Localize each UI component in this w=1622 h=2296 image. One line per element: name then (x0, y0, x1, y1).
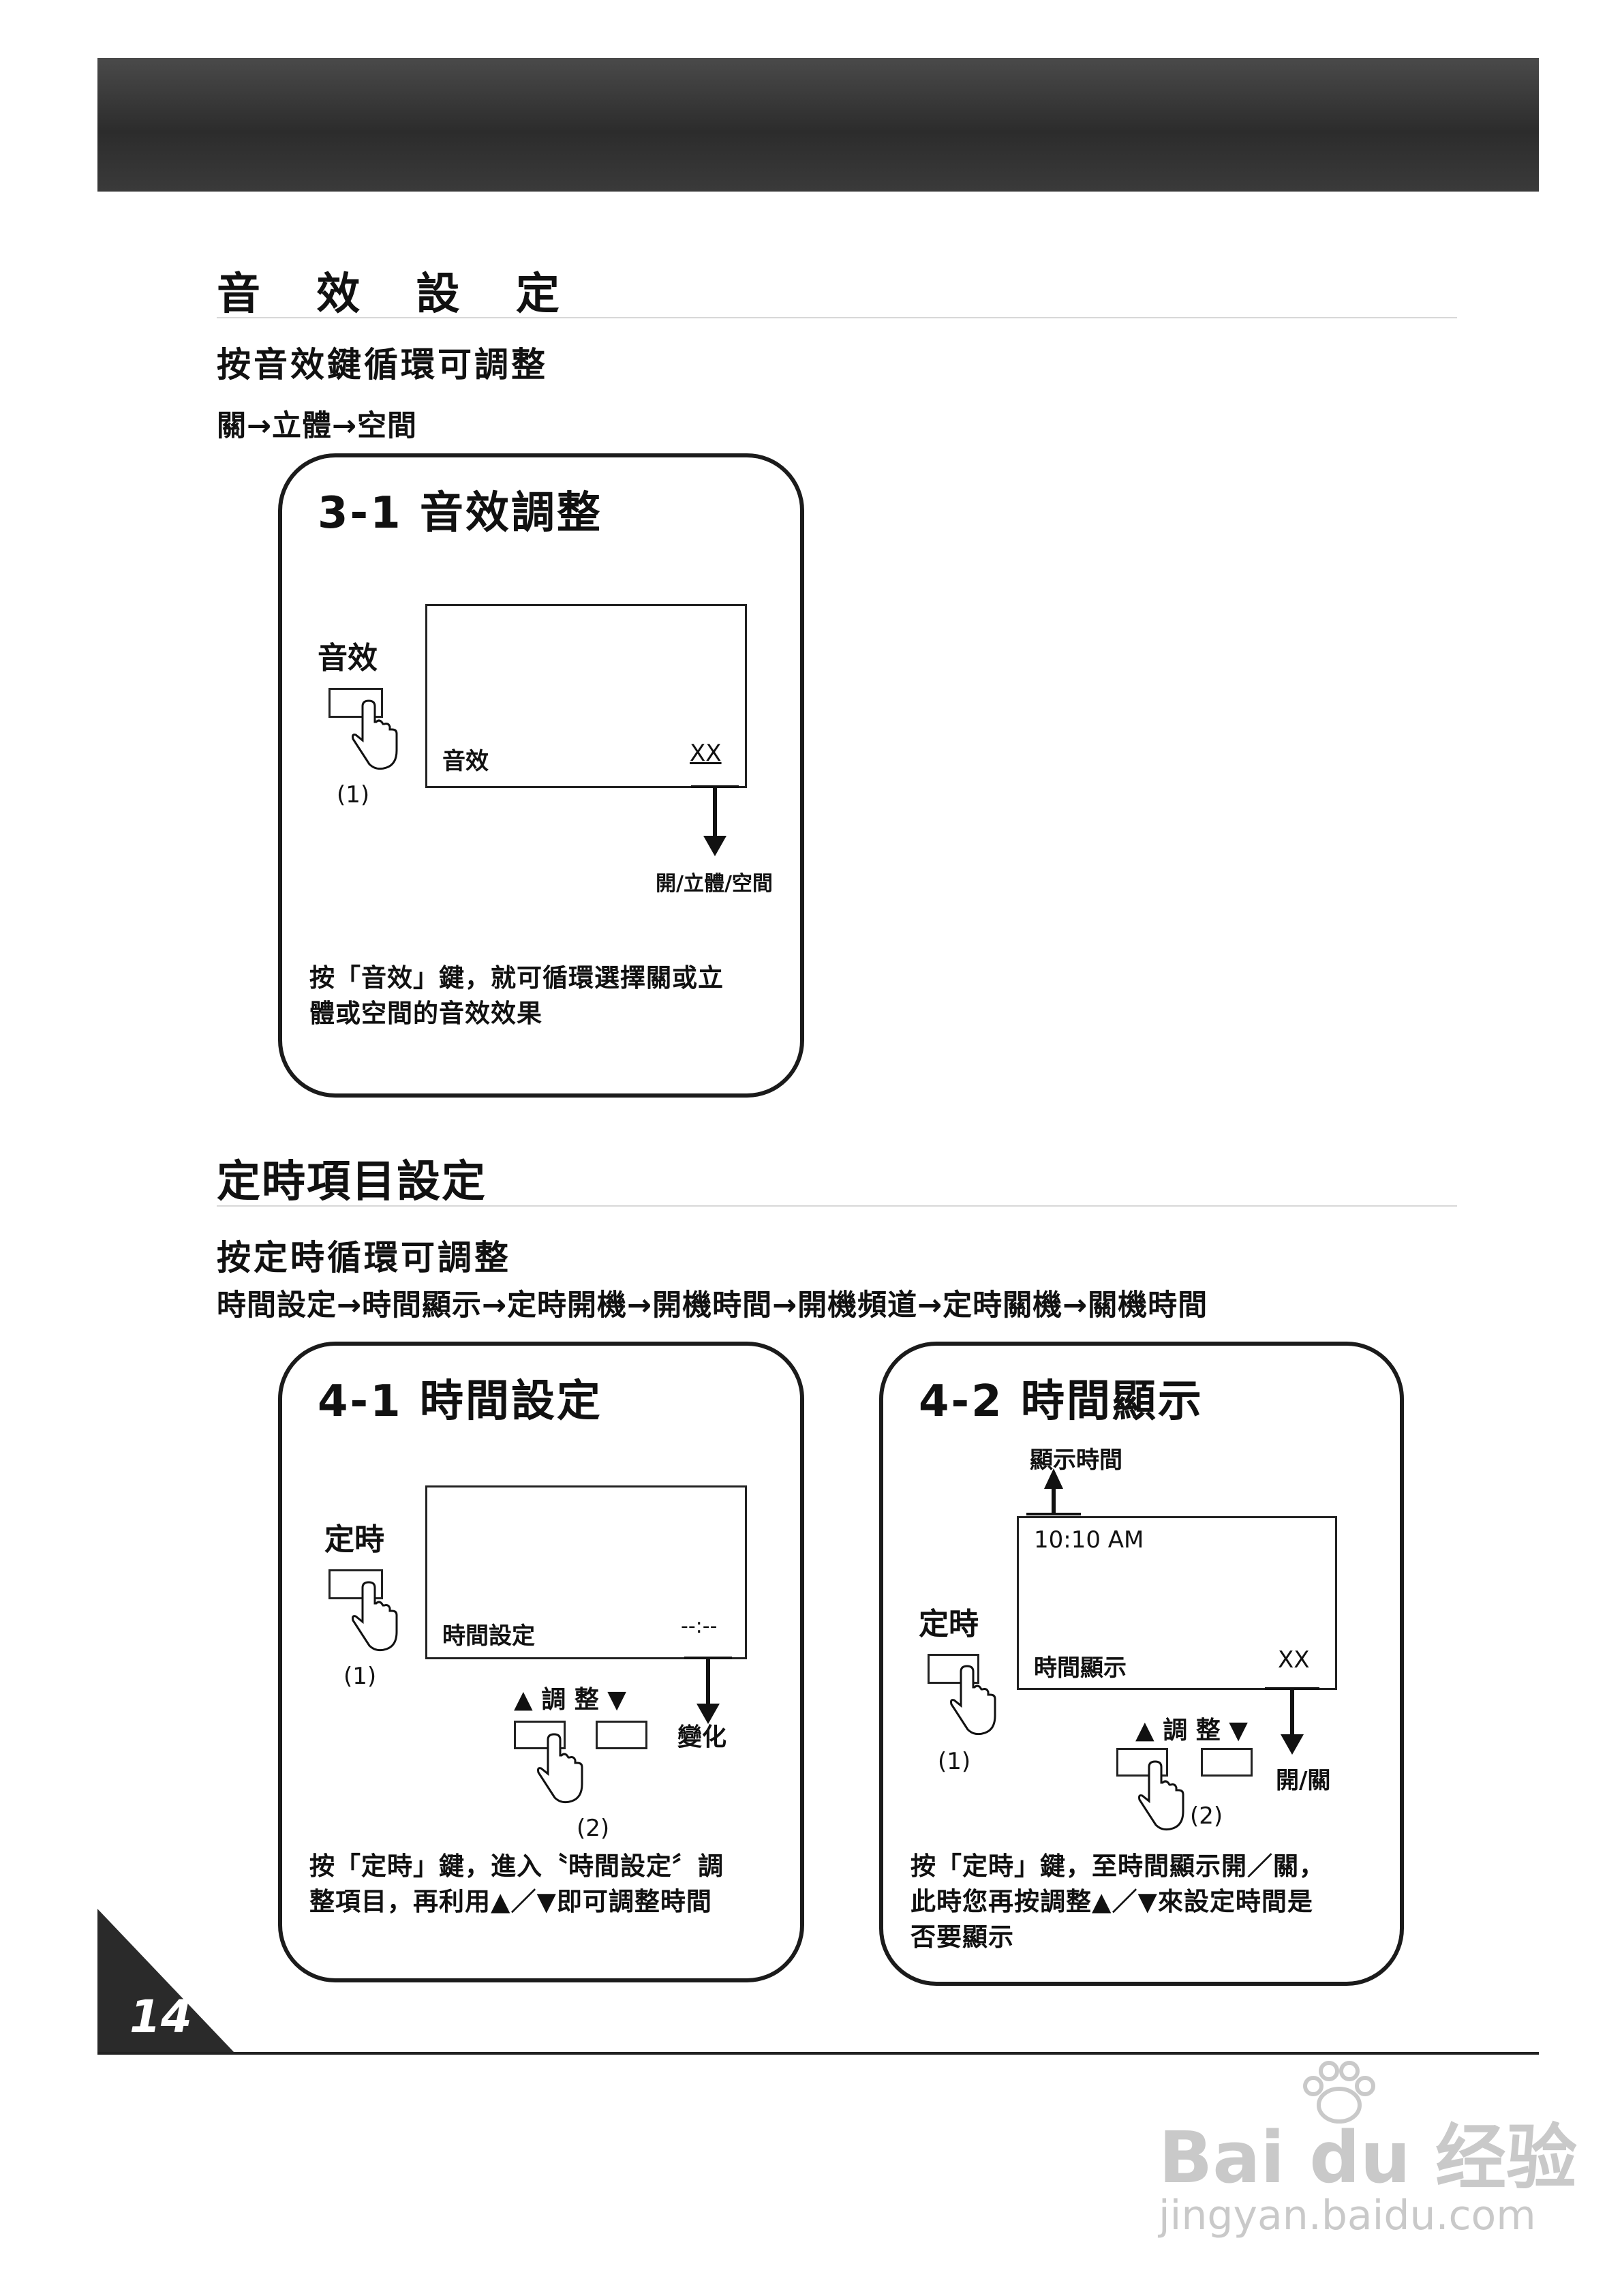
description-line-2: 此時您再按調整▲／▼來設定時間是 (911, 1887, 1313, 1916)
watermark-brand: Bai du 经验 (1159, 2116, 1577, 2199)
description-line-1: 按「定時」鍵，至時間顯示開／關， (911, 1852, 1325, 1881)
sound-cycle-flow: 關→立體→空間 (217, 409, 418, 443)
timer-cycle-flow: 時間設定→時間顯示→定時開機→開機時間→開機頻道→定時關機→關機時間 (217, 1288, 1208, 1323)
page-number: 14 (129, 1991, 192, 2043)
description-line-2: 整項目，再利用▲／▼即可調整時間 (309, 1887, 712, 1916)
screen-label: 音效 (442, 748, 489, 775)
adjust-label: ▲ 調 整 ▼ (1135, 1717, 1248, 1744)
pointing-hand-icon (1138, 1760, 1184, 1831)
screen-value: XX (690, 740, 722, 767)
pointing-hand-icon (537, 1733, 583, 1804)
time-value: 10:10 AM (1034, 1526, 1144, 1554)
down-key[interactable] (1201, 1748, 1253, 1777)
description-line-1: 按「定時」鍵，進入〝時間設定〞調 (309, 1852, 724, 1881)
sound-key-label: 音效 (318, 641, 378, 676)
screen-value: XX (1278, 1646, 1310, 1674)
description-line-3: 否要顯示 (911, 1922, 1014, 1952)
arrow-icon (684, 1657, 732, 1724)
pointing-hand-icon (950, 1665, 996, 1736)
display-screen: 10:10 AM 時間顯示 XX (1017, 1516, 1337, 1690)
arrow-note: 開/立體/空間 (656, 872, 773, 896)
arrow-icon (691, 785, 739, 856)
section-subtitle-sound: 按音效鍵循環可調整 (217, 345, 548, 384)
panel-title: 4-1 時間設定 (318, 1376, 602, 1427)
panel-title: 4-2 時間顯示 (919, 1376, 1204, 1427)
description-line-1: 按「音效」鍵，就可循環選擇關或立 (309, 963, 724, 993)
section-title-sound: 音 效 設 定 (217, 269, 580, 320)
panel-sound-adjust: 3-1 音效調整 音效 (1) 音效 XX 開/立體/空間 按「音效」鍵，就可循… (278, 453, 804, 1098)
section-title-timer: 定時項目設定 (217, 1157, 487, 1207)
panel-title: 3-1 音效調整 (318, 488, 602, 539)
pointing-hand-icon (352, 699, 398, 770)
arrow-note: 開/關 (1276, 1767, 1331, 1794)
top-note: 顯示時間 (1030, 1447, 1122, 1474)
arrow-icon (1026, 1468, 1081, 1515)
section-subtitle-timer: 按定時循環可調整 (217, 1238, 511, 1278)
screen-label: 時間設定 (442, 1622, 535, 1650)
timer-key-label: 定時 (324, 1522, 384, 1557)
panel-time-setting: 4-1 時間設定 定時 (1) 時間設定 --:-- 變化 ▲ 調 整 ▼ (2… (278, 1342, 804, 1982)
baidu-paw-icon (1303, 2061, 1375, 2124)
down-key[interactable] (596, 1721, 647, 1749)
step-1: (1) (343, 1663, 377, 1690)
watermark-url: jingyan.baidu.com (1159, 2192, 1536, 2239)
panel-time-display: 4-2 時間顯示 顯示時間 10:10 AM 時間顯示 XX 開/關 定時 (1… (879, 1342, 1404, 1986)
display-screen: 音效 XX (425, 604, 747, 788)
adjust-label: ▲ 調 整 ▼ (514, 1686, 626, 1714)
step-2: (2) (577, 1815, 610, 1842)
step-2: (2) (1190, 1802, 1223, 1830)
divider (217, 317, 1457, 318)
divider (217, 1205, 1457, 1207)
arrow-note: 變化 (677, 1723, 727, 1751)
arrow-icon (1265, 1687, 1319, 1755)
pointing-hand-icon (352, 1581, 398, 1652)
description-line-2: 體或空間的音效效果 (309, 999, 542, 1028)
page-corner-tab (97, 1909, 234, 2052)
header-bar (97, 58, 1539, 192)
screen-label: 時間顯示 (1034, 1655, 1127, 1682)
display-screen: 時間設定 --:-- (425, 1485, 747, 1659)
screen-value: --:-- (681, 1614, 718, 1638)
step-1: (1) (337, 781, 370, 809)
footer-rule (97, 2052, 1539, 2055)
timer-key-label: 定時 (919, 1607, 979, 1642)
step-1: (1) (938, 1748, 971, 1775)
